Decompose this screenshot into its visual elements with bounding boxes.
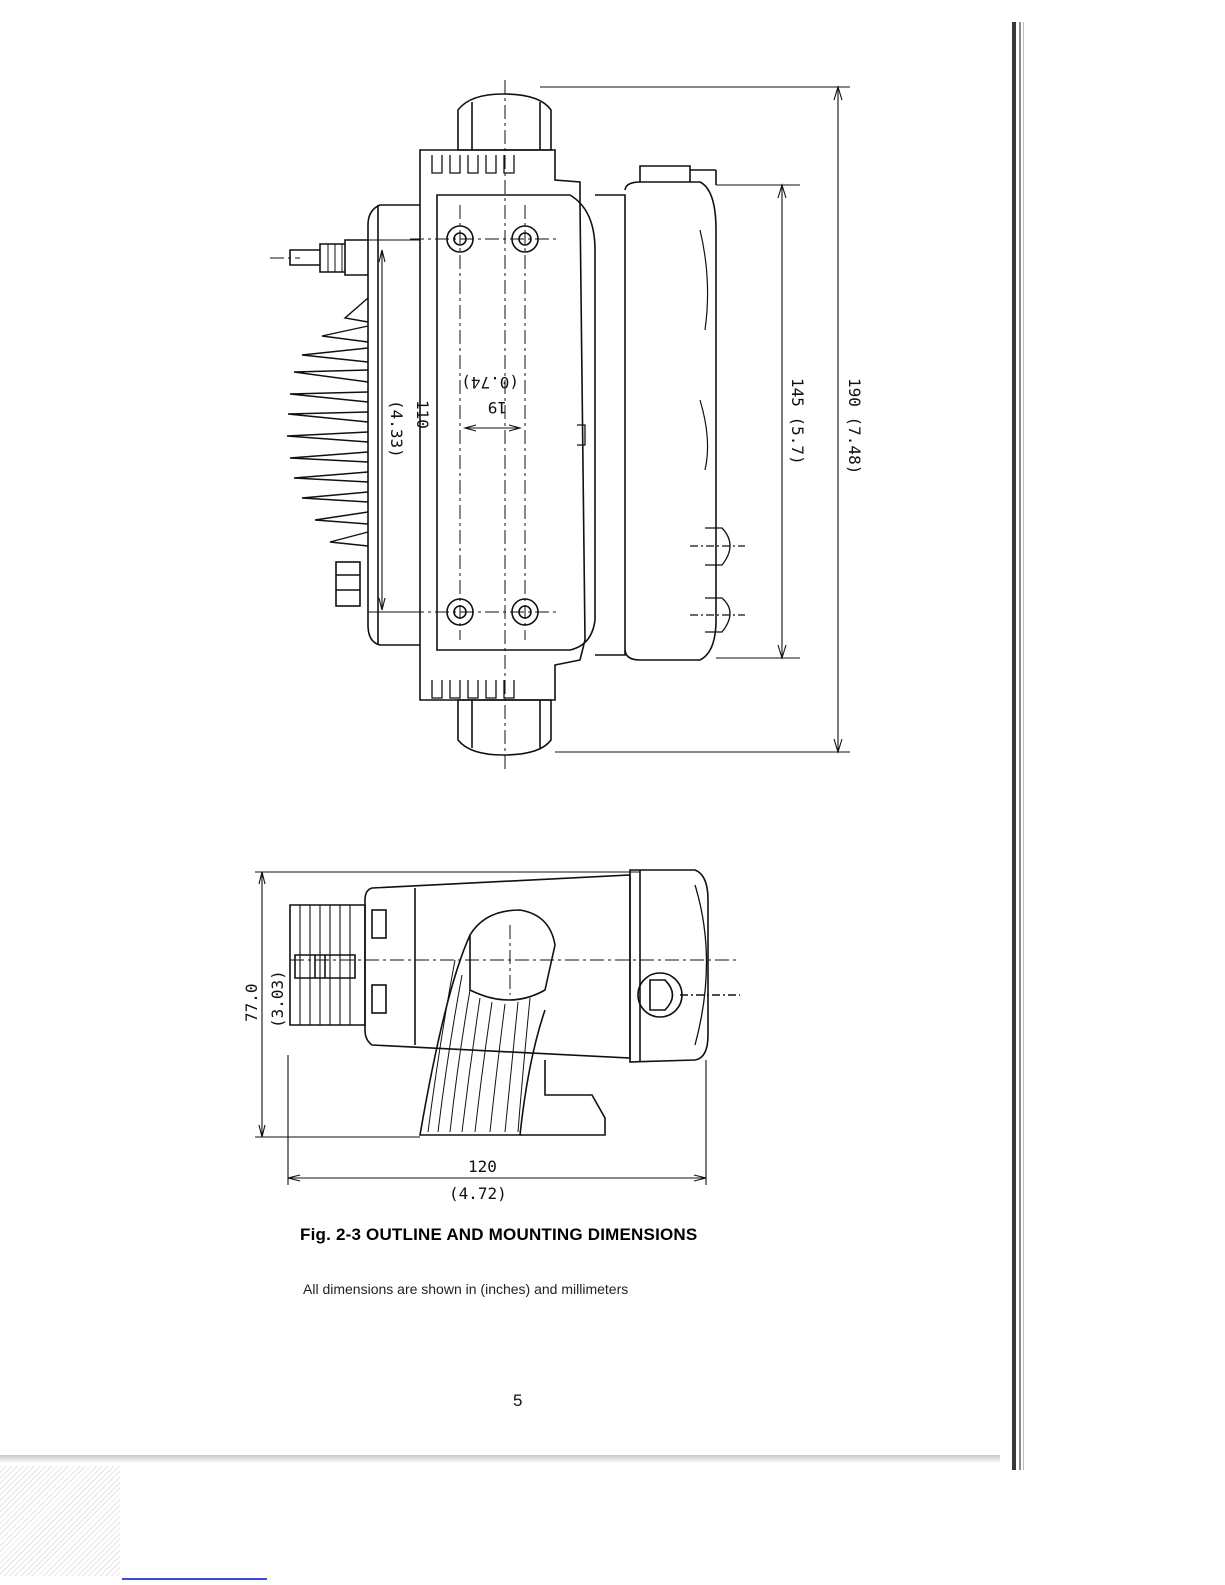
scan-shadow-band [0, 1455, 1000, 1463]
dim-mount-spacing-mm-label: 110 [413, 400, 432, 429]
dim-depth-in-label: (4.72) [449, 1184, 507, 1203]
rear-connector [290, 240, 368, 275]
dim-body-label: 145 (5.7) [788, 378, 807, 465]
scan-edge-line-2 [1019, 22, 1021, 1470]
units-note: All dimensions are shown in (inches) and… [303, 1281, 628, 1297]
scan-edge-line-3 [1023, 22, 1024, 1470]
side-view-drawing [255, 870, 740, 1185]
dim-overall-label: 190 (7.48) [845, 378, 864, 474]
scan-edge-line [1012, 22, 1016, 1470]
dim-hole-pitch-mm-label: 19 [488, 398, 507, 417]
top-dimension-lines [368, 87, 850, 752]
front-buttons [690, 528, 745, 632]
scan-noise-corner [0, 1466, 120, 1576]
front-plate [420, 150, 585, 700]
side-body [365, 875, 630, 1058]
heatsink-fins [287, 298, 368, 546]
side-dimension-lines [255, 872, 706, 1185]
blue-underline-bar [122, 1578, 267, 1580]
dim-mount-spacing-in-label: (4.33) [387, 400, 406, 458]
dim-hole-pitch-in-label: (0.74) [461, 373, 519, 392]
mounting-bracket [420, 910, 605, 1135]
figure-caption: Fig. 2-3 OUTLINE AND MOUNTING DIMENSIONS [300, 1225, 697, 1245]
dim-height-mm-label: 77.0 [242, 983, 261, 1022]
mounting-holes [447, 226, 538, 625]
page-number: 5 [513, 1391, 522, 1411]
front-bezel [595, 195, 625, 655]
top-view-drawing [270, 80, 850, 770]
dim-height-in-label: (3.03) [268, 970, 287, 1028]
dim-depth-mm-label: 120 [468, 1157, 497, 1176]
